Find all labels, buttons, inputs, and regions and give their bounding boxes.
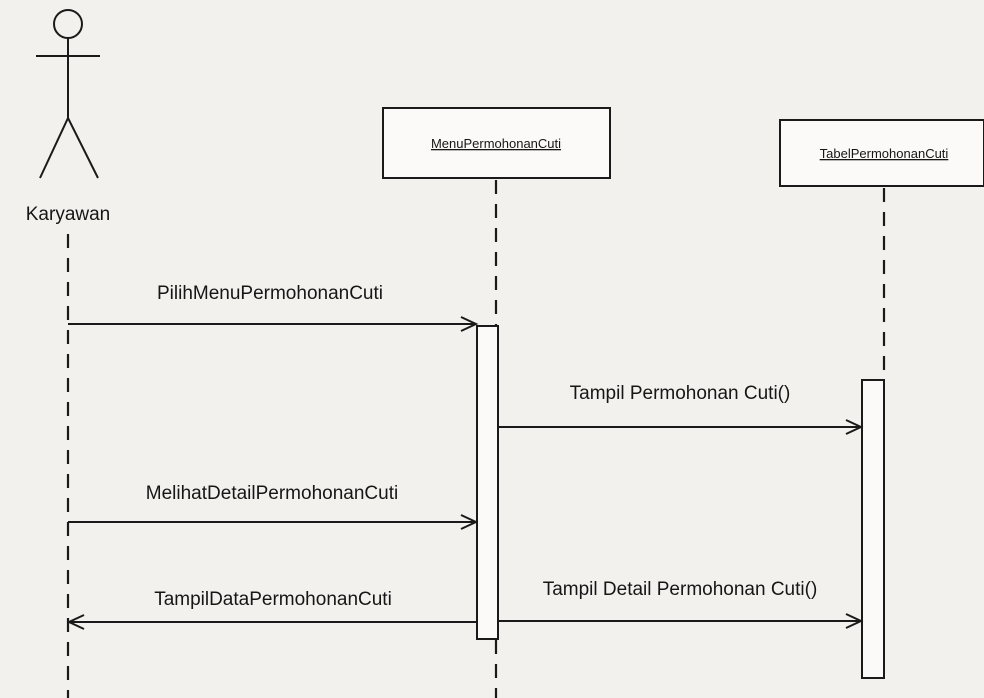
message-label: PilihMenuPermohonanCuti [157, 283, 383, 304]
arrowhead-left-icon [66, 614, 85, 630]
message-label: Tampil Detail Permohonan Cuti() [543, 579, 818, 600]
lifeline-tabel-permohonan-cuti: TabelPermohonanCuti [779, 119, 984, 187]
arrowhead-right-icon [460, 514, 479, 530]
actor-head [53, 9, 83, 39]
arrowhead-right-icon [460, 316, 479, 332]
actor-figure [36, 9, 100, 179]
lifeline-box [382, 107, 611, 179]
menu-activation-bar [476, 325, 499, 640]
message-tampil-detail: Tampil Detail Permohonan Cuti() [498, 579, 864, 629]
lifeline-label: TabelPermohonanCuti [820, 146, 949, 161]
actor-left-leg [39, 117, 69, 179]
actor-right-leg [67, 117, 99, 179]
lifeline-label: MenuPermohonanCuti [431, 136, 561, 151]
message-tampil-permohonan: Tampil Permohonan Cuti() [498, 383, 864, 435]
actor-label: Karyawan [26, 204, 111, 225]
message-label: Tampil Permohonan Cuti() [570, 383, 791, 404]
arrowhead-right-icon [845, 419, 864, 435]
message-label: TampilDataPermohonanCuti [154, 589, 392, 610]
lifeline-box [779, 119, 984, 187]
message-pilih-menu: PilihMenuPermohonanCuti [68, 283, 479, 332]
message-label: MelihatDetailPermohonanCuti [146, 483, 398, 504]
lifeline-menu-permohonan-cuti: MenuPermohonanCuti [382, 107, 611, 179]
message-tampil-data: TampilDataPermohonanCuti [66, 589, 477, 630]
message-melihat-detail: MelihatDetailPermohonanCuti [68, 483, 479, 530]
arrowhead-right-icon [845, 613, 864, 629]
tabel-activation-bar [861, 379, 885, 679]
